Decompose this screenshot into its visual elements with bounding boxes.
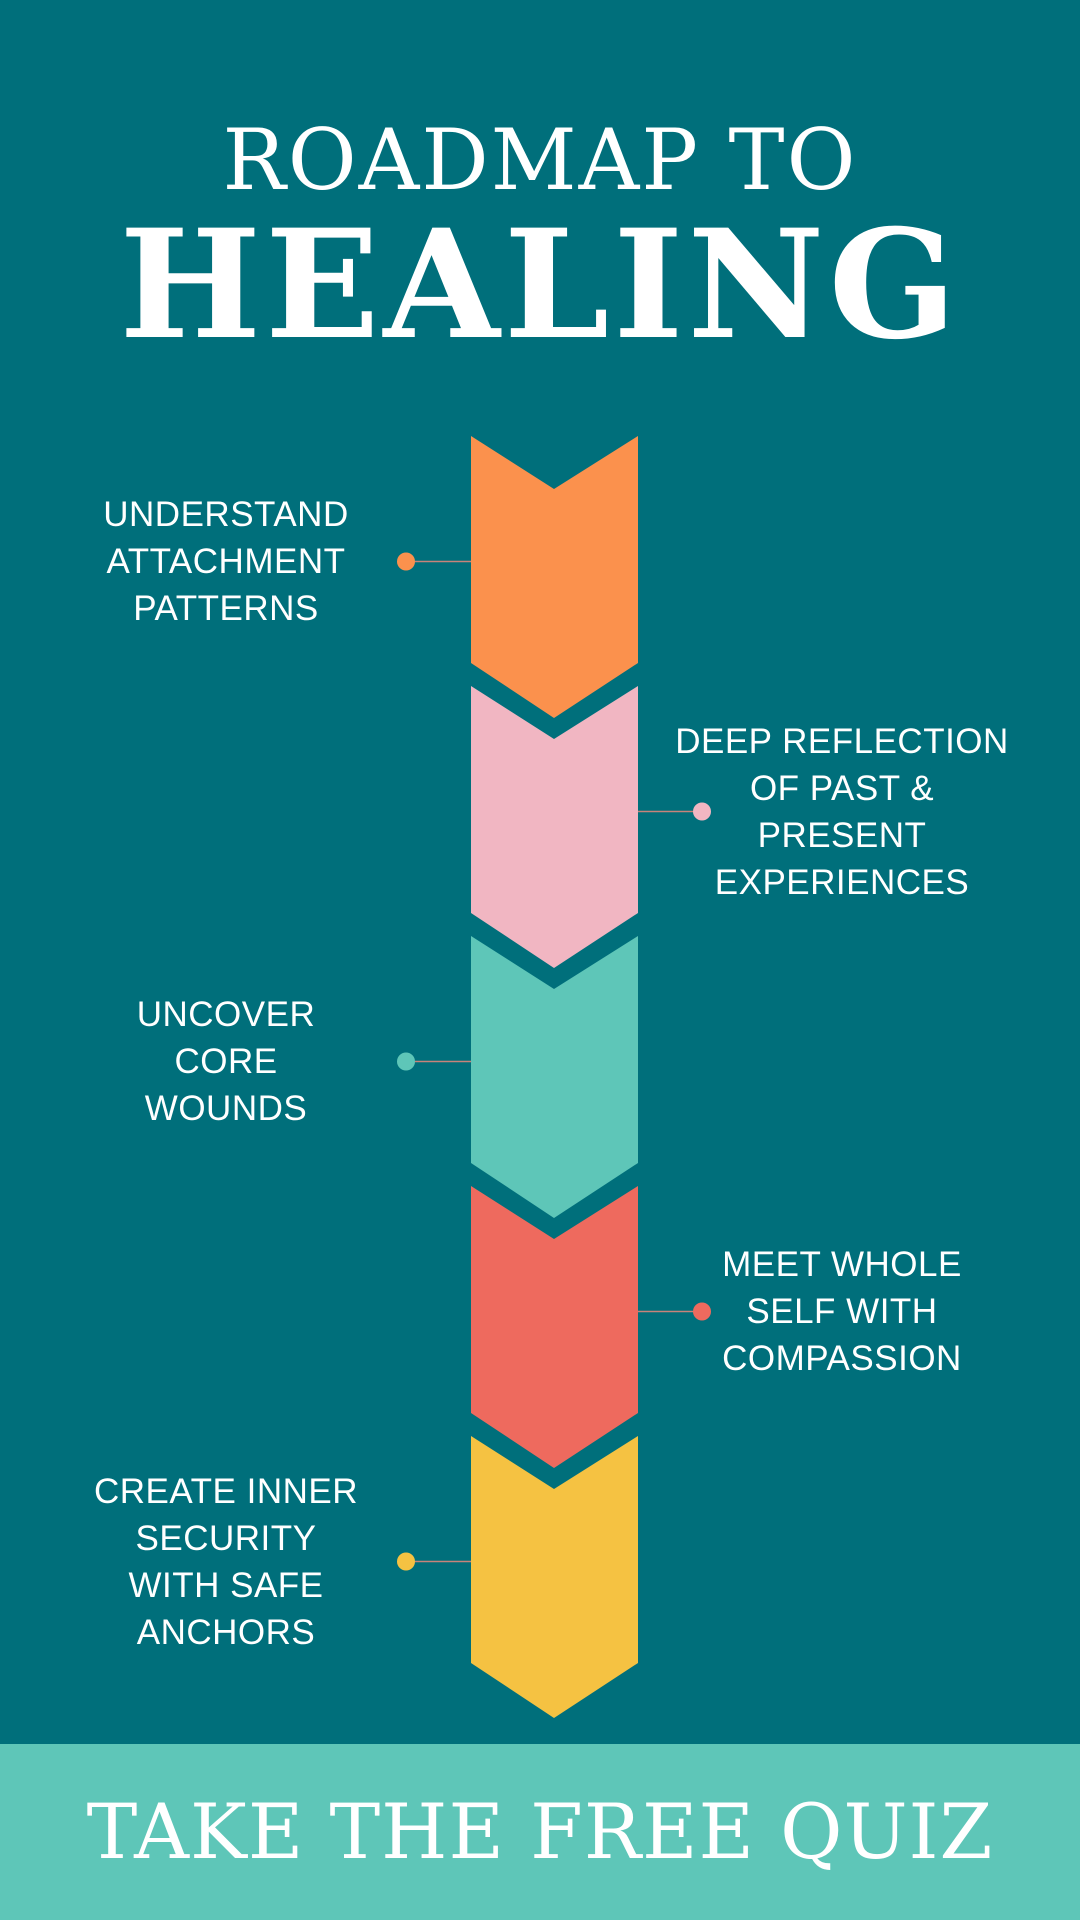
chevron-step-1 [471, 436, 638, 718]
chevron-step-3 [471, 936, 638, 1218]
step-label-1: UNDERSTAND ATTACHMENT PATTERNS [103, 495, 349, 628]
connector-dot-2 [693, 802, 711, 821]
chevron-step-5 [471, 1436, 638, 1718]
page-title-line1: ROADMAP TO [222, 111, 858, 209]
step-label-4: MEET WHOLE SELF WITH COMPASSION [722, 1245, 962, 1378]
connector-dot-5 [397, 1552, 415, 1571]
step-label-2: DEEP REFLECTION OF PAST & PRESENT EXPERI… [675, 722, 1009, 902]
chevron-step-4 [471, 1186, 638, 1468]
chevron-step-2 [471, 686, 638, 968]
connector-dot-4 [693, 1302, 711, 1321]
footer-banner: TAKE THE FREE QUIZ [0, 1744, 1080, 1920]
step-label-5: CREATE INNER SECURITY WITH SAFE ANCHORS [94, 1472, 358, 1652]
take-quiz-button[interactable]: TAKE THE FREE QUIZ [86, 1787, 994, 1876]
connector-dot-1 [397, 552, 415, 571]
step-label-3: UNCOVER CORE WOUNDS [136, 995, 316, 1128]
page-title-line2: HEALING [119, 197, 961, 373]
connector-dot-3 [397, 1052, 415, 1071]
